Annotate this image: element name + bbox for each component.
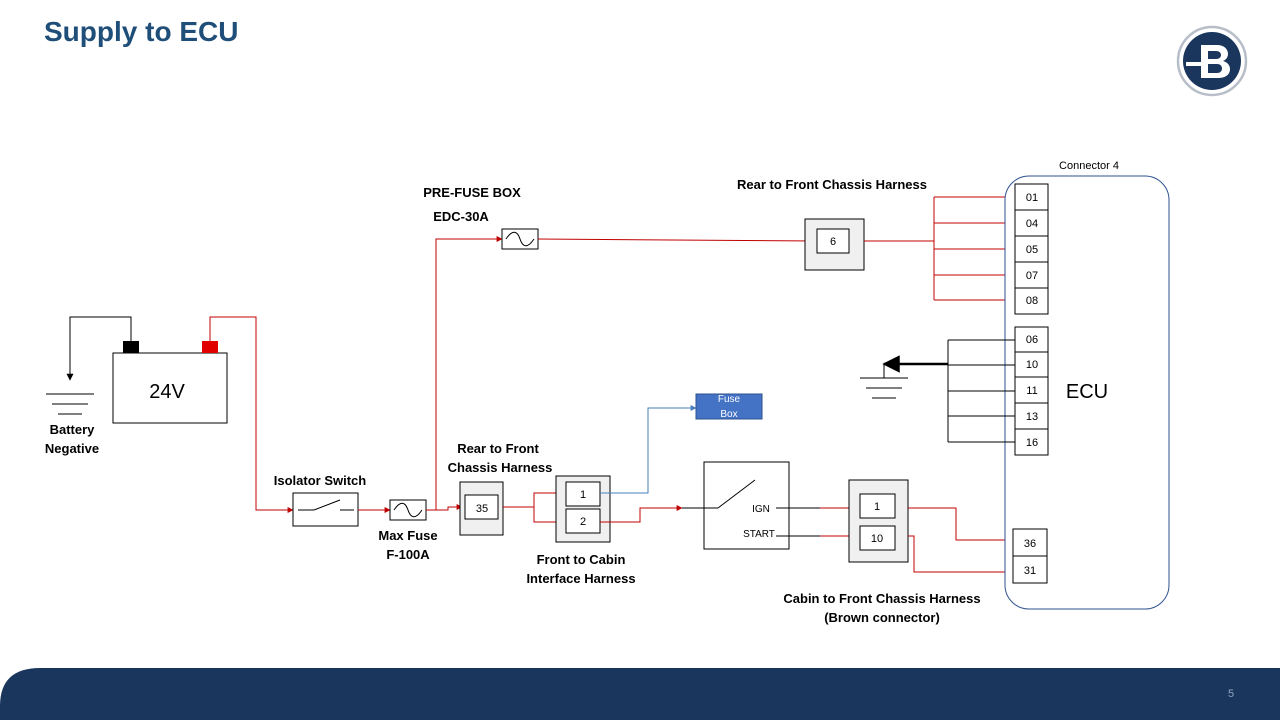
battery-negative-label-1: Battery [50, 422, 96, 437]
ignition-switch [682, 461, 820, 550]
max-fuse [389, 499, 427, 521]
svg-text:05: 05 [1026, 244, 1038, 256]
ecu-supply-pins: 01 04 05 07 08 [1014, 183, 1049, 315]
start-label: START [743, 529, 775, 540]
edc-fuse-label: EDC-30A [433, 209, 489, 224]
footer-band [0, 668, 1280, 720]
page-number: 5 [1228, 688, 1235, 700]
cabin-front-harness-connector: 1 10 [848, 479, 909, 563]
svg-text:13: 13 [1026, 411, 1038, 423]
front-cabin-interface-connector: 1 2 [555, 475, 611, 543]
front-cabin-label-2: Interface Harness [526, 571, 635, 586]
cabin-front-label-2: (Brown connector) [824, 610, 940, 625]
battery-ground-icon [46, 393, 94, 415]
ecu-ground-wires [947, 339, 1015, 443]
rear-front-harness-bottom-label-1: Rear to Front [457, 441, 539, 456]
fuse-box [695, 393, 763, 420]
edc-fuse [501, 228, 539, 250]
svg-text:08: 08 [1026, 295, 1038, 307]
front-cabin-label-1: Front to Cabin [537, 552, 626, 567]
svg-text:1: 1 [874, 501, 880, 513]
battery-negative-wire [66, 316, 132, 381]
svg-text:01: 01 [1026, 192, 1038, 204]
rear-front-harness-bottom-label-2: Chassis Harness [448, 460, 553, 475]
ecu-ground-pins: 06 10 11 13 16 [1014, 326, 1049, 456]
battery-positive-wire [209, 316, 294, 513]
harness35-feed-wire [436, 504, 463, 511]
pre-fuse-box-label: PRE-FUSE BOX [423, 185, 521, 200]
harness-connector-6: 6 [804, 218, 865, 271]
rear-front-harness-top-label: Rear to Front Chassis Harness [737, 177, 927, 192]
svg-text:06: 06 [1026, 334, 1038, 346]
company-logo-icon [1176, 25, 1248, 97]
battery-voltage: 24V [149, 381, 185, 403]
prefuse-to-harness6-wire [537, 237, 816, 244]
ecu-ground-icon [860, 364, 908, 399]
svg-text:04: 04 [1026, 218, 1038, 230]
battery-negative-label-2: Negative [45, 441, 99, 456]
cabin-front-label-1: Cabin to Front Chassis Harness [783, 591, 980, 606]
ign-label: IGN [752, 504, 770, 515]
page-title: Supply to ECU [44, 16, 239, 47]
svg-text:35: 35 [476, 503, 488, 515]
isolator-switch-label: Isolator Switch [274, 473, 367, 488]
ecu-connector-label: Connector 4 [1059, 160, 1119, 172]
svg-text:11: 11 [1026, 385, 1037, 397]
isolator-switch [292, 492, 359, 527]
svg-text:10: 10 [1026, 359, 1038, 371]
ecu-ignition-pins: 36 31 [1012, 528, 1048, 584]
svg-text:36: 36 [1024, 538, 1036, 550]
harness-connector-35: 35 [459, 481, 504, 536]
prefuse-feed-wire [435, 236, 503, 510]
svg-text:10: 10 [871, 533, 883, 545]
svg-text:1: 1 [580, 489, 586, 501]
svg-text:16: 16 [1026, 437, 1038, 449]
ecu-label: ECU [1066, 381, 1108, 403]
svg-text:6: 6 [830, 236, 836, 248]
svg-text:07: 07 [1026, 270, 1038, 282]
fuse-box-label-1: Fuse [718, 394, 741, 405]
svg-text:2: 2 [580, 516, 586, 528]
max-fuse-label-1: Max Fuse [378, 528, 437, 543]
battery-negative-terminal [123, 341, 139, 353]
svg-text:31: 31 [1024, 565, 1036, 577]
battery-positive-terminal [202, 341, 218, 353]
wiring-diagram: 24V Battery Negative Isolator Switch Max… [45, 160, 1170, 625]
ignition-feed-wire [600, 505, 683, 523]
fuse-box-label-2: Box [720, 409, 737, 420]
fusebox-signal-wire [600, 405, 697, 494]
max-fuse-label-2: F-100A [386, 547, 430, 562]
battery: 24V [112, 341, 228, 424]
